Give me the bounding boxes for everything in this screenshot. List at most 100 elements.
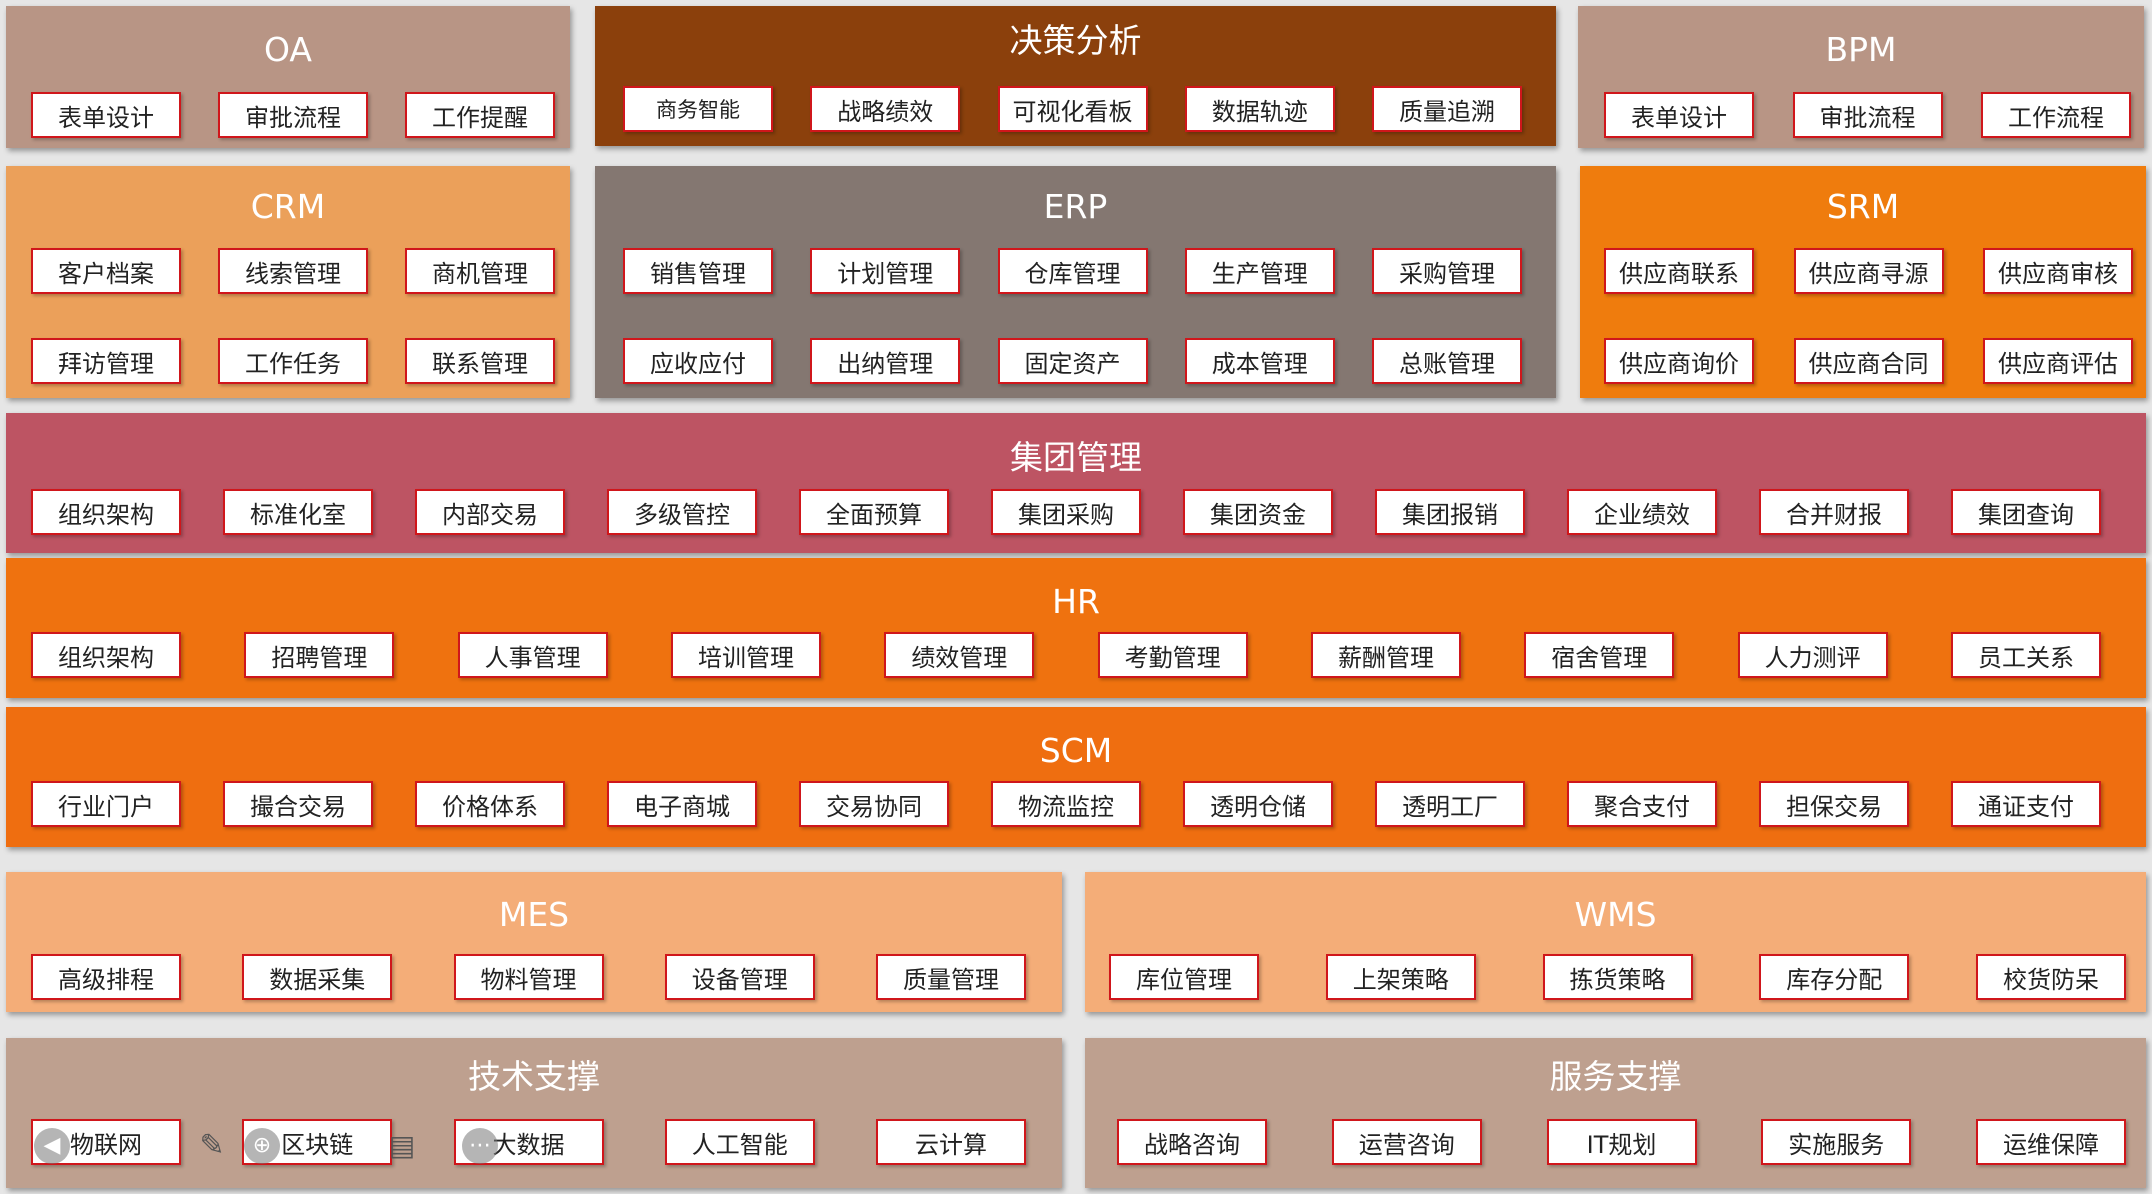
hr-item[interactable]: 考勤管理: [1097, 632, 1248, 678]
crm-item[interactable]: 线索管理: [218, 248, 368, 294]
mes-panel: MES 高级排程 数据采集 物料管理 设备管理 质量管理: [6, 872, 1062, 1012]
erp-item[interactable]: 应收应付: [623, 338, 773, 384]
bpm-item[interactable]: 工作流程: [1981, 92, 2131, 138]
group-item[interactable]: 全面预算: [799, 489, 949, 535]
hr-item[interactable]: 员工关系: [1950, 632, 2101, 678]
srm-item[interactable]: 供应商合同: [1793, 338, 1944, 384]
scm-item[interactable]: 行业门户: [31, 781, 181, 827]
erp-item[interactable]: 固定资产: [997, 338, 1148, 384]
crm-item[interactable]: 联系管理: [405, 338, 555, 384]
mes-item[interactable]: 质量管理: [876, 954, 1026, 1000]
group-panel: 集团管理 组织架构 标准化室 内部交易 多级管控 全面预算 集团采购 集团资金 …: [6, 413, 2146, 553]
crm-item[interactable]: 工作任务: [218, 338, 368, 384]
group-item[interactable]: 标准化室: [223, 489, 373, 535]
crm-item[interactable]: 拜访管理: [31, 338, 181, 384]
crm-panel: CRM 客户档案 线索管理 商机管理 拜访管理 工作任务 联系管理: [6, 166, 570, 398]
back-icon[interactable]: ◀: [34, 1128, 70, 1164]
tech-item[interactable]: 云计算: [876, 1119, 1026, 1165]
wms-item[interactable]: 校货防呆: [1976, 954, 2126, 1000]
decision-item[interactable]: 可视化看板: [997, 86, 1148, 132]
erp-item[interactable]: 仓库管理: [997, 248, 1148, 294]
group-item[interactable]: 内部交易: [415, 489, 565, 535]
srm-item[interactable]: 供应商询价: [1604, 338, 1754, 384]
decision-item[interactable]: 数据轨迹: [1184, 86, 1335, 132]
scm-item[interactable]: 物流监控: [991, 781, 1141, 827]
tech-item[interactable]: 区块链: [242, 1119, 393, 1165]
zoom-icon[interactable]: ⊕: [244, 1128, 280, 1164]
service-item[interactable]: 运营咨询: [1331, 1119, 1482, 1165]
scm-item[interactable]: 通证支付: [1951, 781, 2101, 827]
scm-item[interactable]: 透明工厂: [1375, 781, 1525, 827]
oa-item[interactable]: 审批流程: [218, 92, 368, 138]
bpm-panel: BPM 表单设计 审批流程 工作流程: [1578, 6, 2144, 148]
hr-item[interactable]: 宿舍管理: [1524, 632, 1675, 678]
oa-item[interactable]: 工作提醒: [405, 92, 555, 138]
tech-item[interactable]: 人工智能: [664, 1119, 815, 1165]
erp-item[interactable]: 采购管理: [1372, 248, 1522, 294]
erp-item[interactable]: 生产管理: [1184, 248, 1335, 294]
crm-title: CRM: [250, 187, 326, 226]
scm-item[interactable]: 聚合支付: [1567, 781, 1717, 827]
oa-panel: OA 表单设计 审批流程 工作提醒: [6, 6, 570, 148]
decision-item[interactable]: 战略绩效: [810, 86, 961, 132]
wms-item[interactable]: 上架策略: [1325, 954, 1476, 1000]
subtitle-icon[interactable]: ▤: [388, 1129, 416, 1162]
group-item[interactable]: 集团查询: [1951, 489, 2101, 535]
group-item[interactable]: 企业绩效: [1567, 489, 1717, 535]
crm-item[interactable]: 商机管理: [405, 248, 555, 294]
hr-item[interactable]: 薪酬管理: [1310, 632, 1461, 678]
mes-item[interactable]: 数据采集: [242, 954, 393, 1000]
bpm-item[interactable]: 审批流程: [1792, 92, 1943, 138]
erp-item[interactable]: 计划管理: [810, 248, 961, 294]
group-item[interactable]: 合并财报: [1759, 489, 1909, 535]
srm-item[interactable]: 供应商评估: [1983, 338, 2133, 384]
hr-item[interactable]: 绩效管理: [884, 632, 1035, 678]
more-icon[interactable]: ⋯: [462, 1128, 498, 1164]
crm-item[interactable]: 客户档案: [31, 248, 181, 294]
group-item[interactable]: 组织架构: [31, 489, 181, 535]
scm-item[interactable]: 撮合交易: [223, 781, 373, 827]
group-item[interactable]: 多级管控: [607, 489, 757, 535]
group-item[interactable]: 集团报销: [1375, 489, 1525, 535]
hr-item[interactable]: 组织架构: [31, 632, 181, 678]
wms-item[interactable]: 拣货策略: [1542, 954, 1693, 1000]
decision-row: 商务智能 战略绩效 可视化看板 数据轨迹 质量追溯: [595, 86, 1556, 132]
tech-row: 物联网 区块链 大数据 人工智能 云计算: [6, 1119, 1062, 1165]
erp-item[interactable]: 总账管理: [1372, 338, 1522, 384]
erp-title: ERP: [1043, 187, 1108, 226]
wms-item[interactable]: 库位管理: [1109, 954, 1259, 1000]
hr-item[interactable]: 培训管理: [670, 632, 821, 678]
bpm-item[interactable]: 表单设计: [1604, 92, 1754, 138]
pen-icon[interactable]: ✎: [199, 1128, 225, 1163]
scm-item[interactable]: 交易协同: [799, 781, 949, 827]
erp-item[interactable]: 成本管理: [1184, 338, 1335, 384]
scm-item[interactable]: 担保交易: [1759, 781, 1909, 827]
srm-item[interactable]: 供应商联系: [1604, 248, 1754, 294]
service-item[interactable]: 战略咨询: [1117, 1119, 1267, 1165]
wms-row: 库位管理 上架策略 拣货策略 库存分配 校货防呆: [1085, 954, 2146, 1000]
scm-item[interactable]: 价格体系: [415, 781, 565, 827]
hr-item[interactable]: 人事管理: [457, 632, 608, 678]
erp-item[interactable]: 销售管理: [623, 248, 773, 294]
hr-item[interactable]: 招聘管理: [244, 632, 395, 678]
srm-item[interactable]: 供应商寻源: [1793, 248, 1944, 294]
decision-item[interactable]: 质量追溯: [1372, 86, 1522, 132]
service-item[interactable]: 运维保障: [1976, 1119, 2126, 1165]
wms-item[interactable]: 库存分配: [1759, 954, 1910, 1000]
decision-item[interactable]: 商务智能: [623, 86, 773, 132]
group-item[interactable]: 集团采购: [991, 489, 1141, 535]
group-title: 集团管理: [1010, 438, 1142, 477]
mes-item[interactable]: 设备管理: [664, 954, 815, 1000]
srm-item[interactable]: 供应商审核: [1983, 248, 2133, 294]
service-item[interactable]: 实施服务: [1761, 1119, 1912, 1165]
service-item[interactable]: IT规划: [1546, 1119, 1697, 1165]
oa-item[interactable]: 表单设计: [31, 92, 181, 138]
service-panel: 服务支撑 战略咨询 运营咨询 IT规划 实施服务 运维保障: [1085, 1038, 2146, 1188]
scm-item[interactable]: 电子商城: [607, 781, 757, 827]
mes-item[interactable]: 物料管理: [453, 954, 604, 1000]
hr-item[interactable]: 人力测评: [1737, 632, 1888, 678]
mes-item[interactable]: 高级排程: [31, 954, 181, 1000]
erp-item[interactable]: 出纳管理: [810, 338, 961, 384]
scm-item[interactable]: 透明仓储: [1183, 781, 1333, 827]
group-item[interactable]: 集团资金: [1183, 489, 1333, 535]
